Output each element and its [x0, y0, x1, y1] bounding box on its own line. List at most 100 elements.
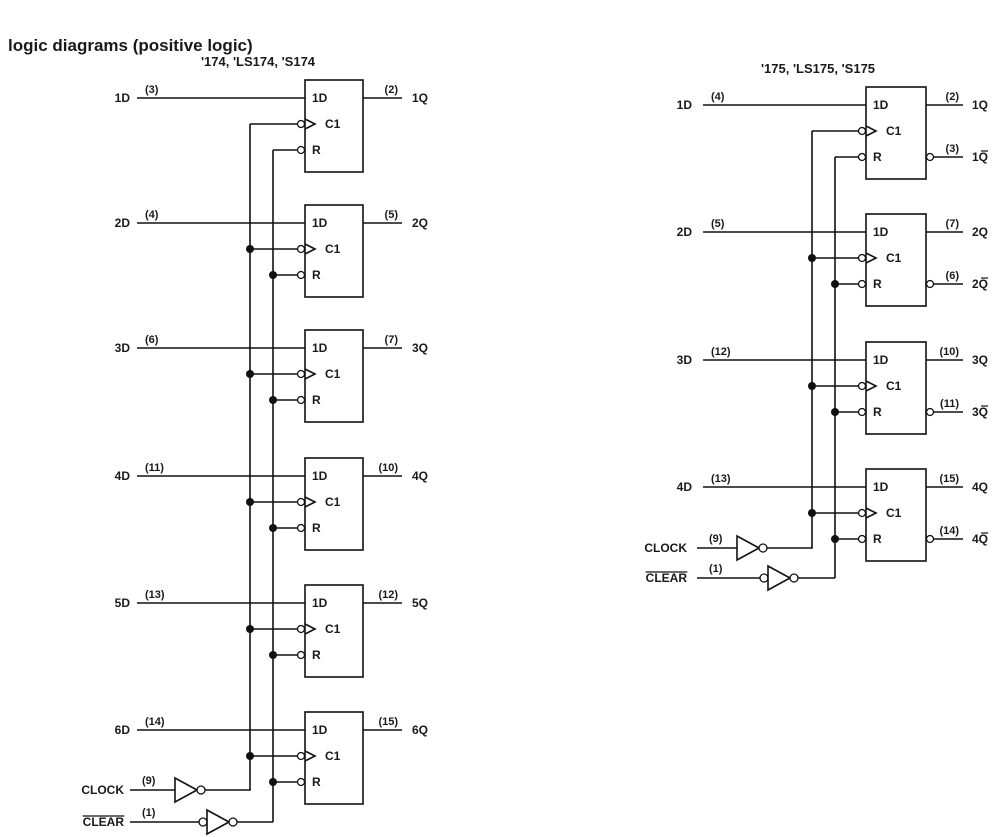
q-output-label: 4Q: [972, 480, 988, 494]
input-pin-number: (12): [711, 346, 731, 358]
q-output-label: 3Q: [412, 341, 428, 355]
output-pin-number: (15): [939, 473, 959, 485]
output-pin-number: (2): [385, 84, 399, 96]
reset-input-label: R: [312, 521, 321, 535]
clock-input-label: C1: [325, 242, 341, 256]
clock-input-label: C1: [886, 251, 902, 265]
clock-input-label: C1: [325, 117, 341, 131]
clock-inverter-buffer: [736, 534, 761, 562]
dynamic-clock-indicator: [865, 507, 878, 519]
clear-pin-number: (1): [142, 807, 156, 819]
qbar-output-label: 2Q: [972, 277, 988, 291]
junction-dot: [246, 245, 254, 253]
clear-label: CLEAR: [646, 571, 688, 585]
clock-inverter-bubble: [758, 543, 768, 553]
qbar-inversion-bubble: [925, 279, 935, 289]
junction-dot: [246, 752, 254, 760]
clear-output-bubble: [228, 817, 238, 827]
clock-inversion-bubble: [857, 126, 867, 136]
clock-input: CLOCK(9): [644, 533, 813, 562]
reset-input-label: R: [312, 775, 321, 789]
data-input-label: 3D: [677, 353, 693, 367]
data-input-label: 1D: [115, 91, 131, 105]
clock-input-label: C1: [325, 622, 341, 636]
q-output-label: 1Q: [972, 98, 988, 112]
dynamic-clock-indicator: [304, 496, 317, 508]
qbar-output-label: 3Q: [972, 405, 988, 419]
output-pin-number: (12): [378, 589, 398, 601]
data-input-label: 2D: [115, 216, 131, 230]
flipflop-box: [304, 204, 364, 298]
reset-input-label: R: [873, 405, 882, 419]
d-input-label: 1D: [312, 91, 328, 105]
output-pin-number: (2): [946, 91, 960, 103]
input-pin-number: (13): [711, 473, 731, 485]
reset-input-label: R: [312, 393, 321, 407]
clock-inversion-bubble: [296, 244, 306, 254]
clock-inverter-bubble: [196, 785, 206, 795]
clock-input: CLOCK(9): [81, 775, 251, 804]
output-pin-number: (10): [939, 346, 959, 358]
d-input-label: 1D: [312, 341, 328, 355]
qbar-inversion-bubble: [925, 407, 935, 417]
q-output-label: 6Q: [412, 723, 428, 737]
flipflop-box: [865, 86, 927, 180]
flipflop-box: [304, 329, 364, 423]
qbar-output-label: 4Q: [972, 532, 988, 546]
input-pin-number: (3): [145, 84, 159, 96]
input-pin-number: (13): [145, 589, 165, 601]
q-output-label: 1Q: [412, 91, 428, 105]
reset-inversion-bubble: [296, 145, 306, 155]
d-input-label: 1D: [312, 723, 328, 737]
diagram-174: '174, 'LS174, 'S1741DC1R1D(3)(2)1Q1DC1R2…: [81, 54, 428, 836]
clock-inversion-bubble: [296, 369, 306, 379]
clock-to-bus-wire: [205, 789, 251, 791]
junction-dot: [269, 778, 277, 786]
dynamic-clock-indicator: [304, 623, 317, 635]
data-input-label: 5D: [115, 596, 131, 610]
output-pin-number: (5): [385, 209, 399, 221]
clock-inversion-bubble: [296, 497, 306, 507]
diagram-175: '175, 'LS175, 'S1751DC1R1D(4)(2)1Q(3)1Q1…: [644, 61, 989, 592]
clock-inverter-buffer: [174, 776, 199, 804]
flipflop-box: [304, 711, 364, 805]
clear-input-bubble: [198, 817, 208, 827]
reset-inversion-bubble: [296, 650, 306, 660]
qbar-pin-number: (14): [939, 525, 959, 537]
clear-input-bubble: [759, 573, 769, 583]
clear-inverter-buffer: [767, 564, 792, 592]
clock-input-label: C1: [325, 367, 341, 381]
clear-inverter-buffer: [206, 808, 231, 836]
diagram-subtitle: '174, 'LS174, 'S174: [201, 54, 316, 69]
input-pin-number: (4): [145, 209, 159, 221]
clock-inversion-bubble: [296, 119, 306, 129]
clock-to-bus-wire: [767, 547, 813, 549]
junction-dot: [269, 651, 277, 659]
data-input-label: 3D: [115, 341, 131, 355]
clear-label: CLEAR: [83, 815, 125, 829]
flipflop-box: [865, 341, 927, 435]
clock-input-label: C1: [325, 749, 341, 763]
junction-dot: [831, 280, 839, 288]
dynamic-clock-indicator: [304, 243, 317, 255]
clock-input-label: C1: [886, 379, 902, 393]
output-pin-number: (7): [946, 218, 960, 230]
input-pin-number: (4): [711, 91, 725, 103]
reset-inversion-bubble: [857, 279, 867, 289]
q-output-label: 5Q: [412, 596, 428, 610]
reset-inversion-bubble: [296, 523, 306, 533]
clock-inversion-bubble: [296, 624, 306, 634]
junction-dot: [831, 535, 839, 543]
qbar-inversion-bubble: [925, 534, 935, 544]
reset-inversion-bubble: [296, 270, 306, 280]
input-pin-number: (6): [145, 334, 159, 346]
reset-inversion-bubble: [857, 407, 867, 417]
